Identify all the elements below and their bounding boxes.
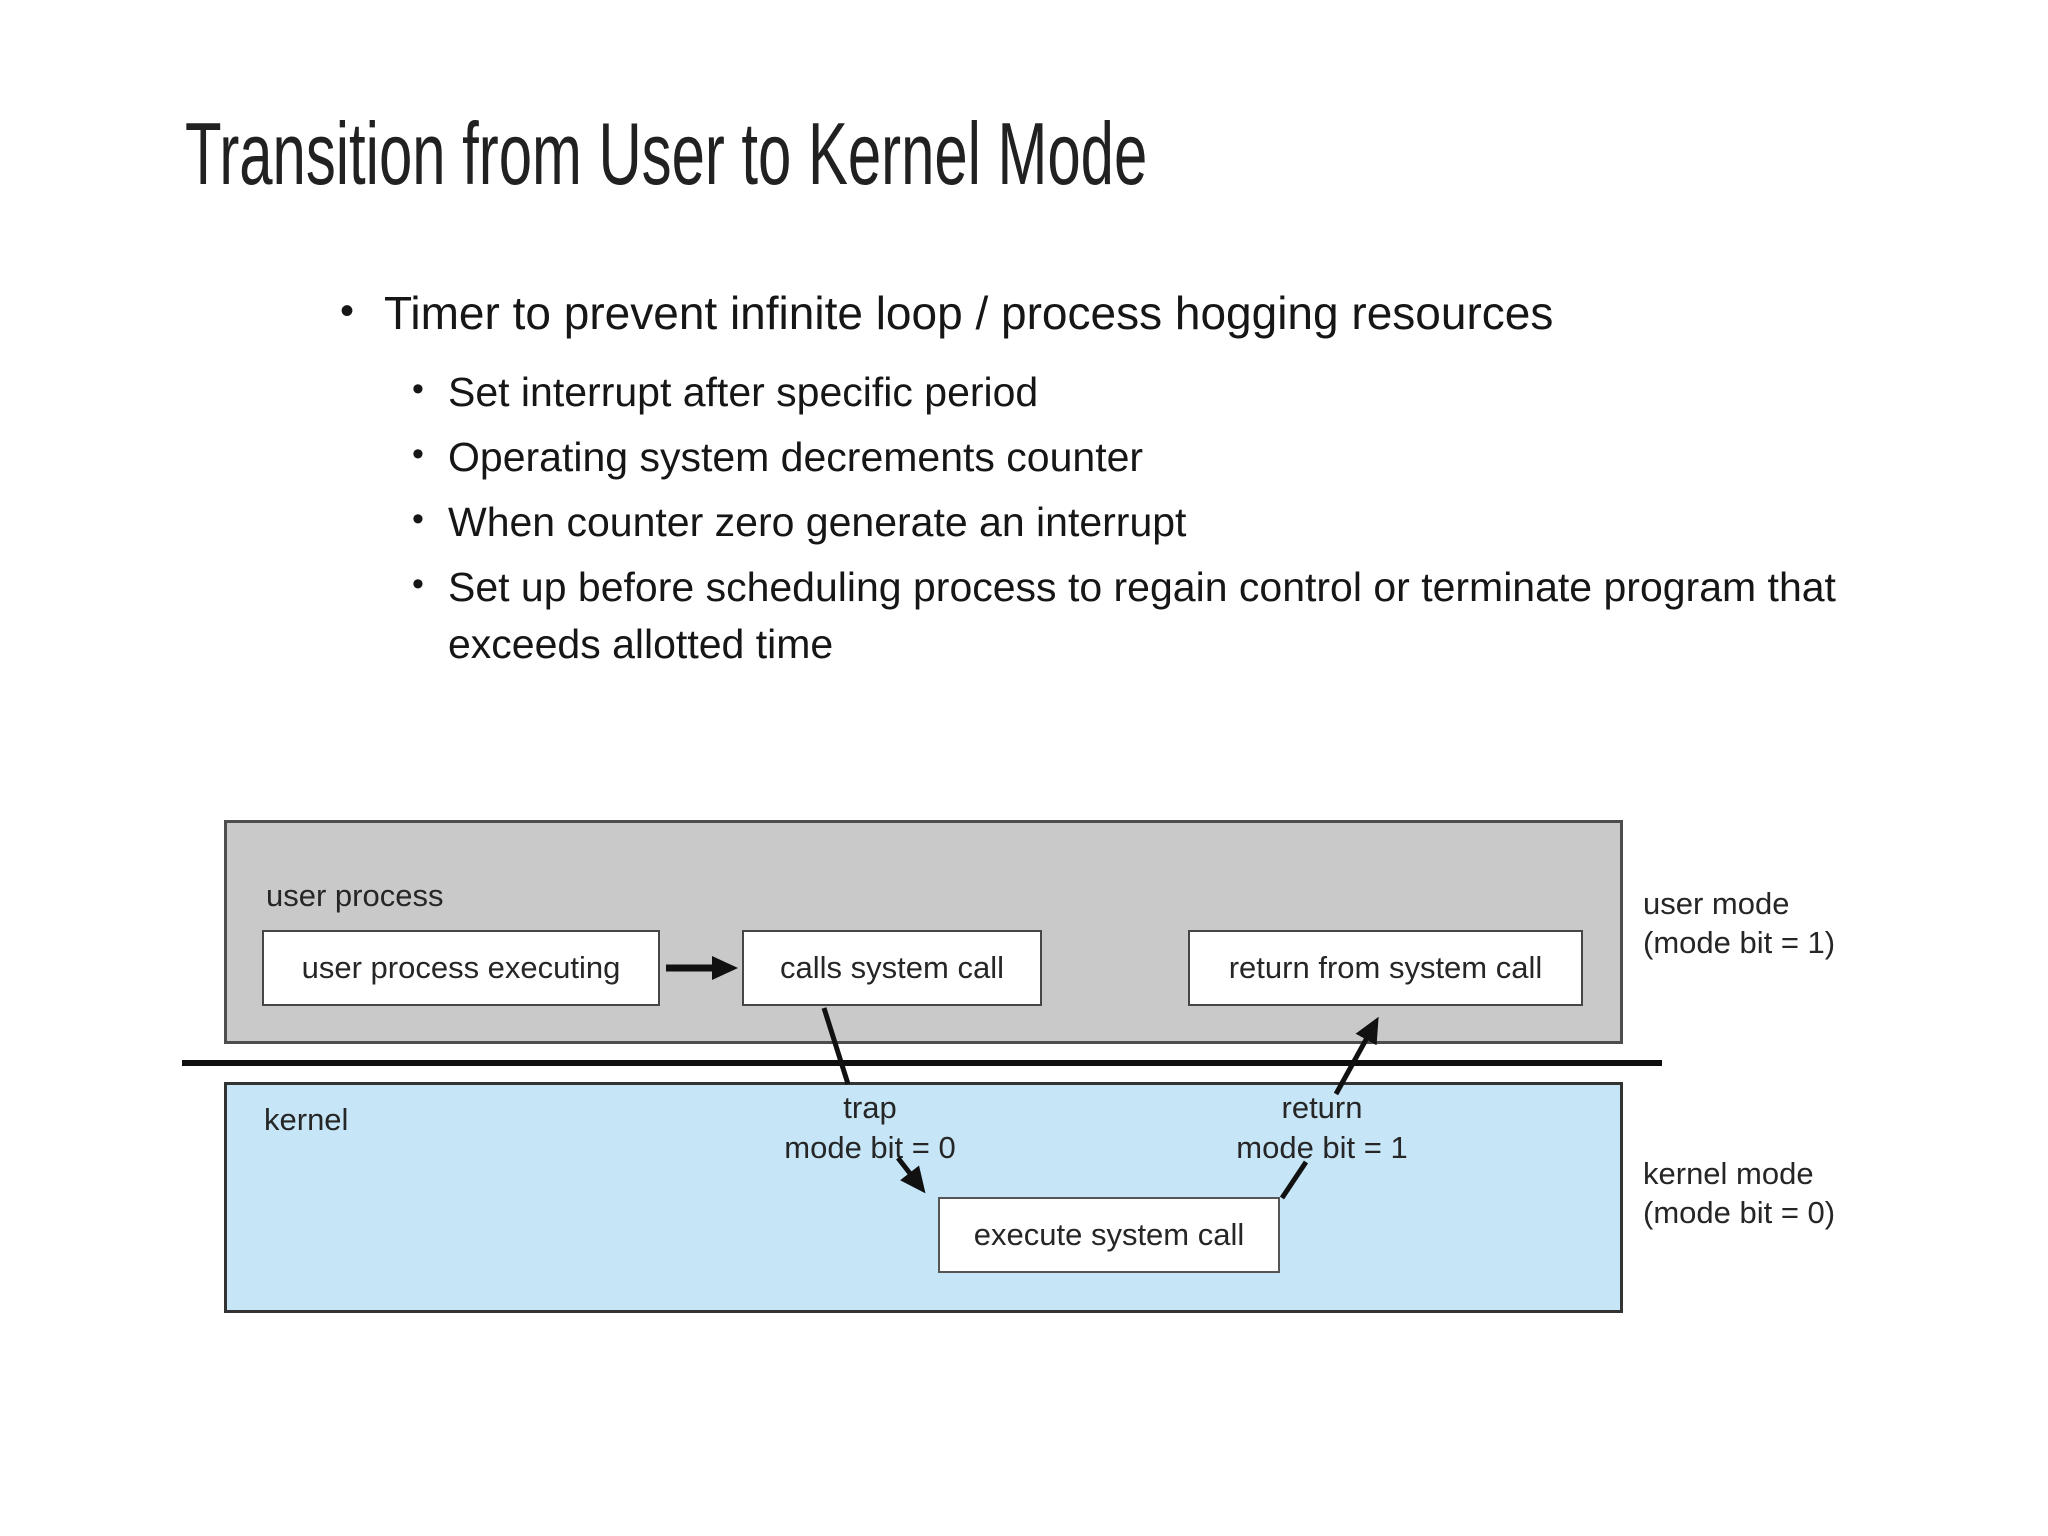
list-item: Set up before scheduling process to rega… [412,556,1942,673]
user-mode-line1: user mode [1643,886,1790,921]
page-title: Transition from User to Kernel Mode [185,103,1148,203]
kernel-region [224,1082,1623,1313]
kernel-label: kernel [264,1102,349,1137]
user-process-executing-box: user process executing [262,930,660,1006]
trap-label-line1: trap [843,1090,897,1125]
return-label: return mode bit = 1 [1172,1088,1472,1168]
list-item: Operating system decrements counter [412,426,1942,486]
user-mode-side-label: user mode (mode bit = 1) [1643,884,1835,962]
trap-label: trap mode bit = 0 [720,1088,1020,1168]
return-from-system-call-box: return from system call [1188,930,1583,1006]
list-item: When counter zero generate an interrupt [412,491,1942,551]
execute-system-call-box: execute system call [938,1197,1280,1273]
calls-system-call-box: calls system call [742,930,1042,1006]
return-label-line1: return [1281,1090,1363,1125]
kernel-mode-line1: kernel mode [1643,1156,1814,1191]
kernel-mode-side-label: kernel mode (mode bit = 0) [1643,1154,1835,1232]
user-mode-line2: (mode bit = 1) [1643,925,1836,960]
kernel-mode-line2: (mode bit = 0) [1643,1195,1836,1230]
bullet-list-level2: Set interrupt after specific period Oper… [412,361,1942,681]
trap-label-line2: mode bit = 0 [784,1130,956,1165]
bullet-level1: Timer to prevent infinite loop / process… [340,281,2004,343]
return-label-line2: mode bit = 1 [1236,1130,1408,1165]
mode-divider-line [182,1060,1662,1066]
user-process-label: user process [266,878,444,913]
list-item: Set interrupt after specific period [412,361,1942,421]
